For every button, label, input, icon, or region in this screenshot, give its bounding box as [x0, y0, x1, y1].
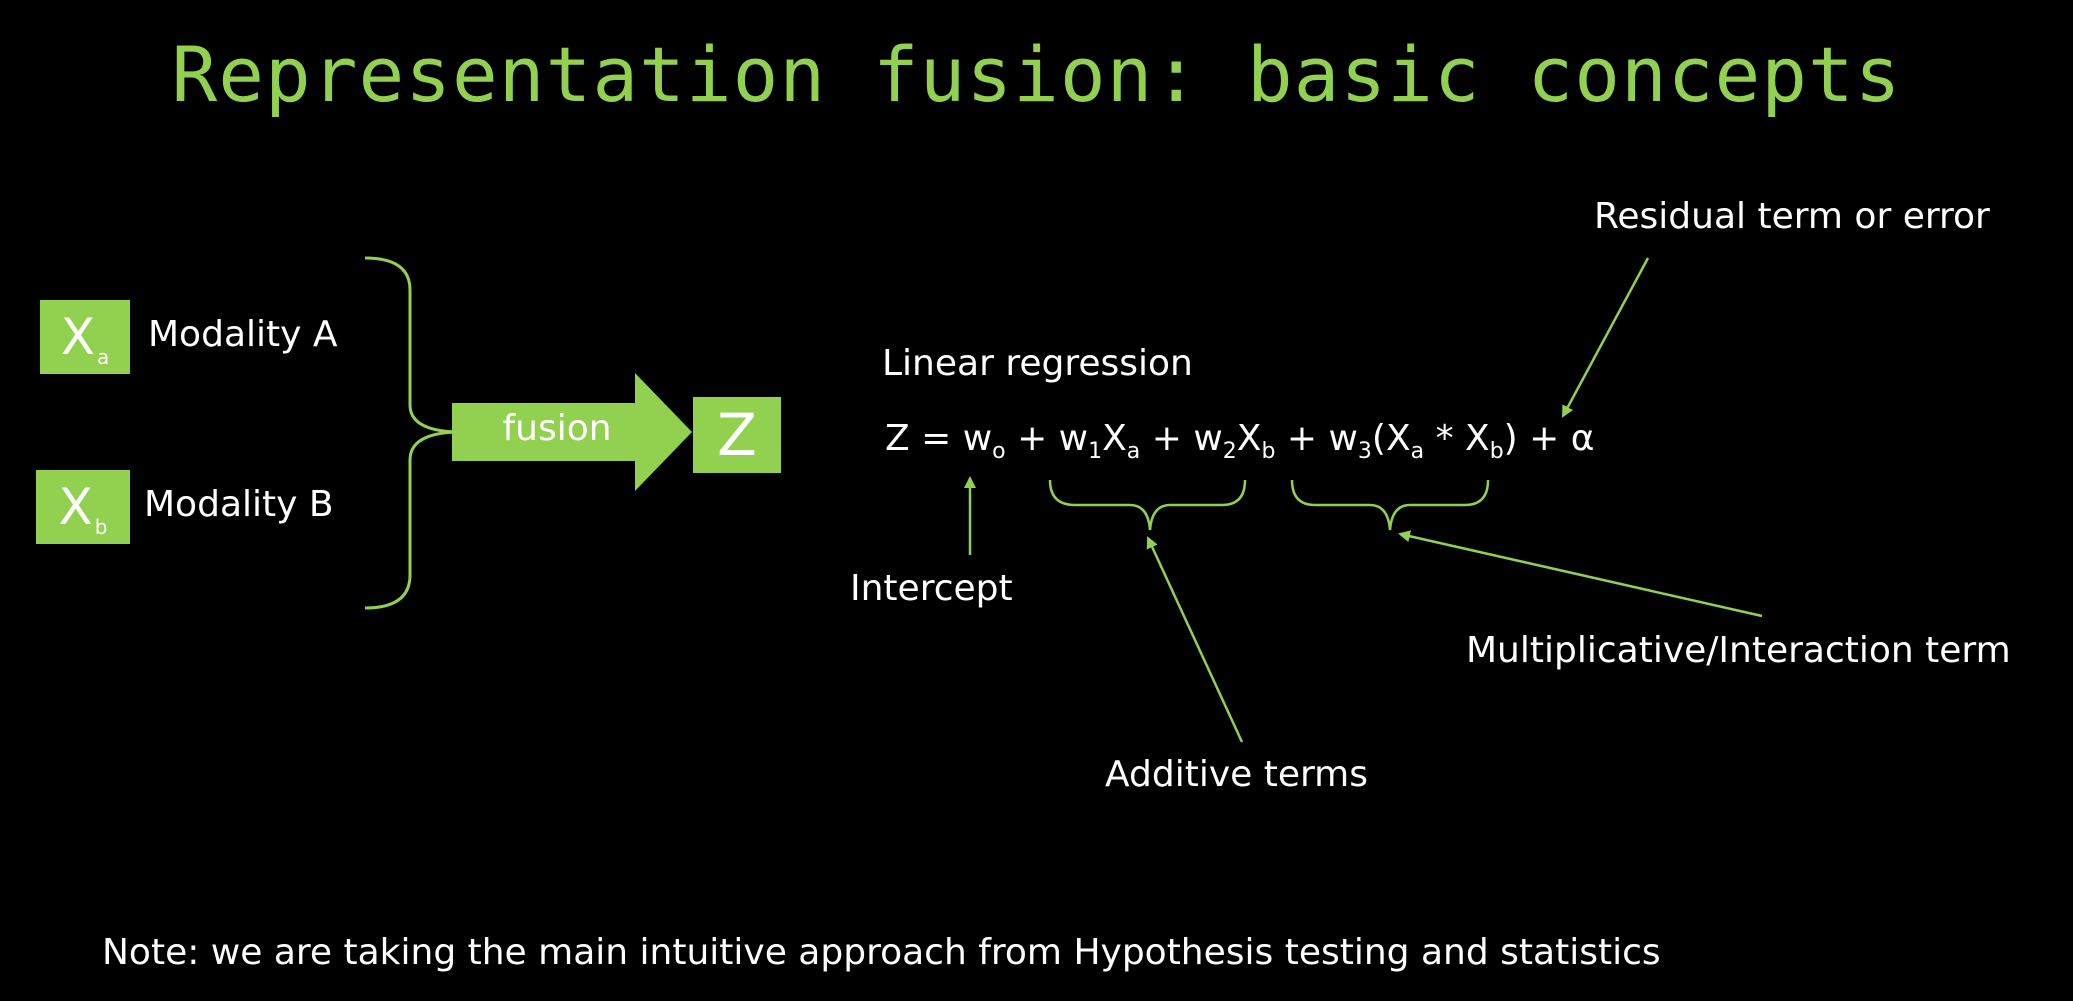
eq-plus3: + w	[1275, 418, 1358, 459]
eq-xa2-sub: a	[1410, 439, 1425, 464]
eq-w0-sub: o	[992, 439, 1006, 464]
interaction-brace	[1290, 479, 1490, 531]
slide-note: Note: we are taking the main intuitive a…	[102, 932, 1661, 973]
eq-plus1: + w	[1005, 418, 1089, 459]
modality-brace	[364, 256, 456, 610]
eq-w3-sub: 3	[1357, 439, 1372, 464]
intercept-annotation: Intercept	[850, 568, 1013, 609]
residual-arrow	[1561, 257, 1650, 418]
interaction-annotation: Multiplicative/Interaction term	[1466, 630, 2011, 671]
interaction-arrow	[1398, 530, 1763, 618]
xb-symbol: X	[58, 478, 93, 536]
xb-subscript: b	[94, 515, 108, 539]
eq-lhs: Z = w	[885, 418, 993, 459]
eq-times: * X	[1424, 418, 1490, 459]
xa-symbol: X	[60, 308, 95, 366]
equation-heading: Linear regression	[882, 343, 1193, 384]
residual-annotation: Residual term or error	[1594, 196, 1990, 237]
eq-xa1: X	[1102, 418, 1127, 459]
eq-tail: ) + α	[1503, 418, 1595, 459]
output-symbol: Z	[717, 401, 757, 469]
slide-title: Representation fusion: basic concepts	[171, 30, 1902, 119]
eq-xb1: X	[1236, 418, 1262, 459]
regression-equation: Z = wo + w1Xa + w2Xb + w3(Xa * Xb) + α	[885, 418, 1594, 464]
output-z-box: Z	[693, 397, 781, 473]
eq-plus2: + w	[1140, 418, 1223, 459]
additive-annotation: Additive terms	[1105, 754, 1368, 795]
additive-arrow	[1146, 536, 1244, 743]
modality-a-label: Modality A	[148, 314, 338, 355]
fusion-label: fusion	[502, 408, 612, 449]
modality-b-label: Modality B	[144, 484, 334, 525]
xa-subscript: a	[97, 345, 110, 369]
eq-xb1-sub: b	[1261, 439, 1276, 464]
eq-w1-sub: 1	[1088, 439, 1103, 464]
eq-xa1-sub: a	[1126, 439, 1141, 464]
eq-xb2-sub: b	[1489, 439, 1504, 464]
additive-brace	[1048, 479, 1247, 531]
eq-w2-sub: 2	[1222, 439, 1237, 464]
eq-paren-open: (X	[1371, 418, 1411, 459]
fusion-arrow	[452, 373, 692, 491]
